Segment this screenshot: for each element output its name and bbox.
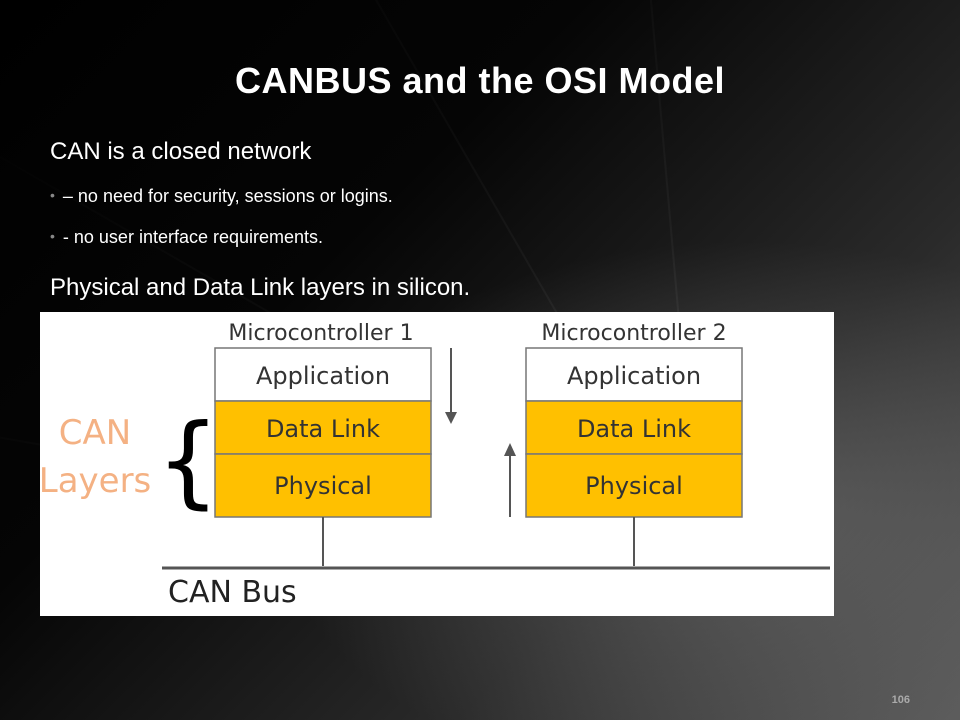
mc2-title: Microcontroller 2 xyxy=(541,321,726,346)
mc1-application-box xyxy=(214,347,432,402)
bullet-item: • – no need for security, sessions or log… xyxy=(50,186,393,207)
can-layers-diagram: CAN Layers { Microcontroller 1 Applicati… xyxy=(39,312,834,616)
bullet-dot-icon: • xyxy=(50,187,55,203)
diagram-svg: CAN Layers { Microcontroller 1 Applicati… xyxy=(39,321,830,610)
mc1-data-link-box xyxy=(214,400,432,455)
mc1-application-label: Application xyxy=(256,362,390,390)
mc1-data-link-label: Data Link xyxy=(266,415,380,443)
bullet-dot-icon: • xyxy=(50,228,55,244)
brace-icon: { xyxy=(156,402,220,519)
slide-title: CANBUS and the OSI Model xyxy=(234,60,726,101)
can-layers-label-line1: CAN xyxy=(59,413,131,453)
mc2-physical-box xyxy=(525,453,743,518)
mc2-application-label: Application xyxy=(567,362,701,390)
up-arrow-icon xyxy=(504,443,516,456)
mc2-data-link-label: Data Link xyxy=(577,415,691,443)
bullet-text: – no need for security, sessions or logi… xyxy=(62,186,393,206)
can-bus-label: CAN Bus xyxy=(168,575,297,610)
slide-number: 106 xyxy=(891,694,910,706)
mc1-physical-box xyxy=(214,453,432,518)
main-point-closed-network: CAN is a closed network xyxy=(50,138,312,165)
mc1-physical-label: Physical xyxy=(274,472,372,500)
mc2-physical-label: Physical xyxy=(585,472,683,500)
bullet-text: - no user interface requirements. xyxy=(62,227,324,247)
down-arrow-icon xyxy=(445,412,457,424)
mc1-title: Microcontroller 1 xyxy=(228,321,413,346)
bullet-item: • - no user interface requirements. xyxy=(50,227,323,248)
main-point-silicon-layers: Physical and Data Link layers in silicon… xyxy=(50,274,471,301)
mc2-application-box xyxy=(525,347,743,402)
mc2-data-link-box xyxy=(525,400,743,455)
can-layers-label-line2: Layers xyxy=(40,461,151,501)
